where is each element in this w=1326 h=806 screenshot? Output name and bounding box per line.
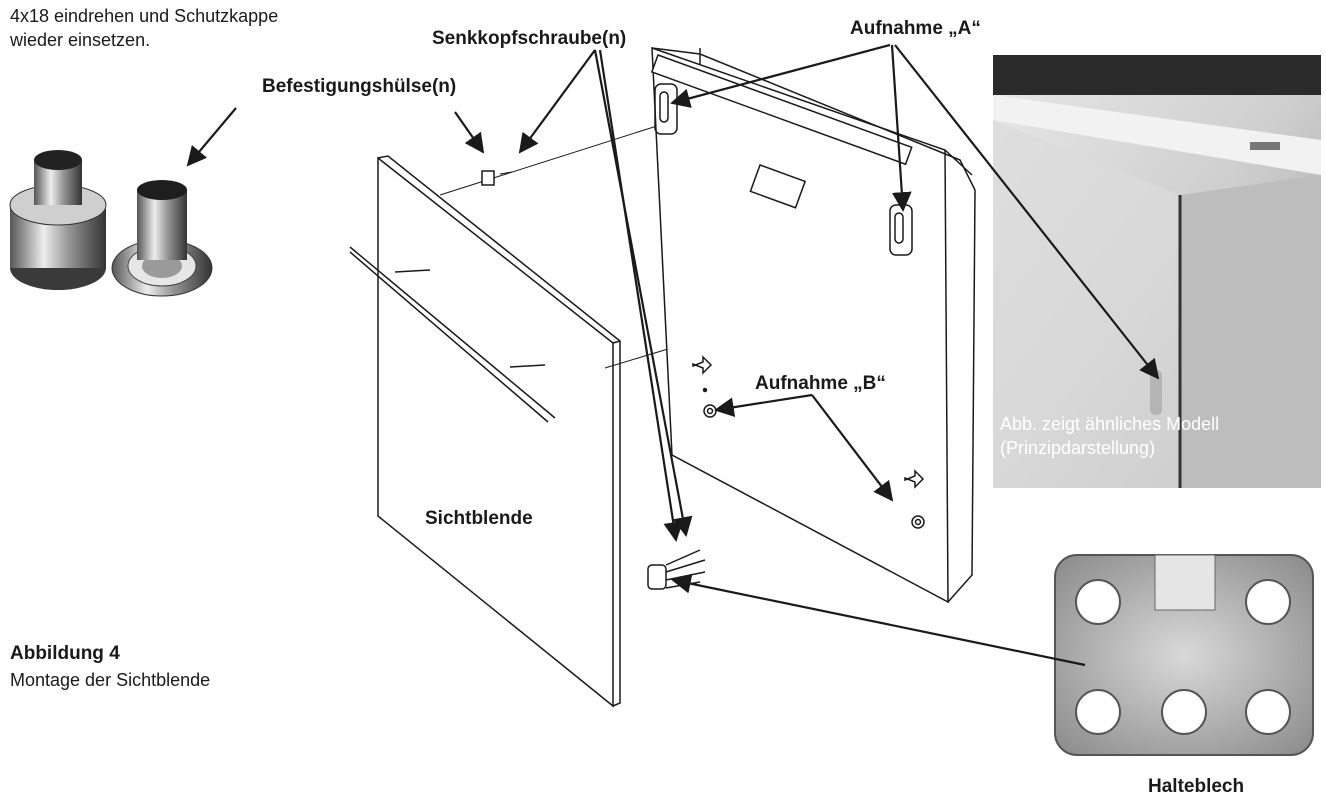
sichtblende-panel (349, 155, 621, 708)
intro-text: 4x18 eindrehen und Schutzkappe wieder ei… (10, 4, 290, 52)
label-aufnahme-b: Aufnahme „B“ (755, 373, 886, 394)
figure-title: Abbildung 4 (10, 643, 120, 664)
leader-arrows (186, 43, 1160, 667)
photo-caption-line-2: (Prinzipdarstellung) (1000, 438, 1156, 458)
arrow-a-left (670, 43, 891, 108)
arrow-b-right (811, 394, 894, 502)
arrow-schraube-front (598, 49, 684, 542)
label-senkkopfschraube: Senkkopfschraube(n) (432, 28, 627, 49)
halteblech-photo (1054, 554, 1314, 756)
intro-line-1: 4x18 eindrehen und Schutzkappe (10, 6, 279, 26)
intro-line-2: wieder einsetzen. (10, 30, 151, 50)
arrow-huelse (454, 111, 485, 154)
arrow-a-right (890, 44, 912, 212)
figure-subtitle: Montage der Sichtblende (10, 670, 211, 690)
arrow-schraube-top (518, 49, 596, 154)
arrow-halteblech (671, 573, 1086, 667)
bracket-hardware (647, 549, 706, 590)
photo-caption-line-1: Abb. zeigt ähnliches Modell (1000, 414, 1220, 434)
label-aufnahme-a: Aufnahme „A“ (850, 18, 981, 39)
arrow-a-photo (894, 44, 1160, 380)
bushing-photo (9, 150, 213, 297)
arrow-schraube-bottom (593, 49, 693, 537)
door-panel (650, 46, 976, 604)
photo-caption: Abb. zeigt ähnliches Modell (Prinzipdars… (1000, 412, 1320, 460)
label-befestigungshuelse: Befestigungshülse(n) (262, 76, 457, 97)
label-halteblech: Halteblech (1148, 776, 1245, 797)
arrow-bushing (186, 107, 237, 167)
arrow-b-left (714, 393, 813, 418)
model-photo (993, 55, 1321, 488)
label-sichtblende: Sichtblende (425, 508, 533, 529)
